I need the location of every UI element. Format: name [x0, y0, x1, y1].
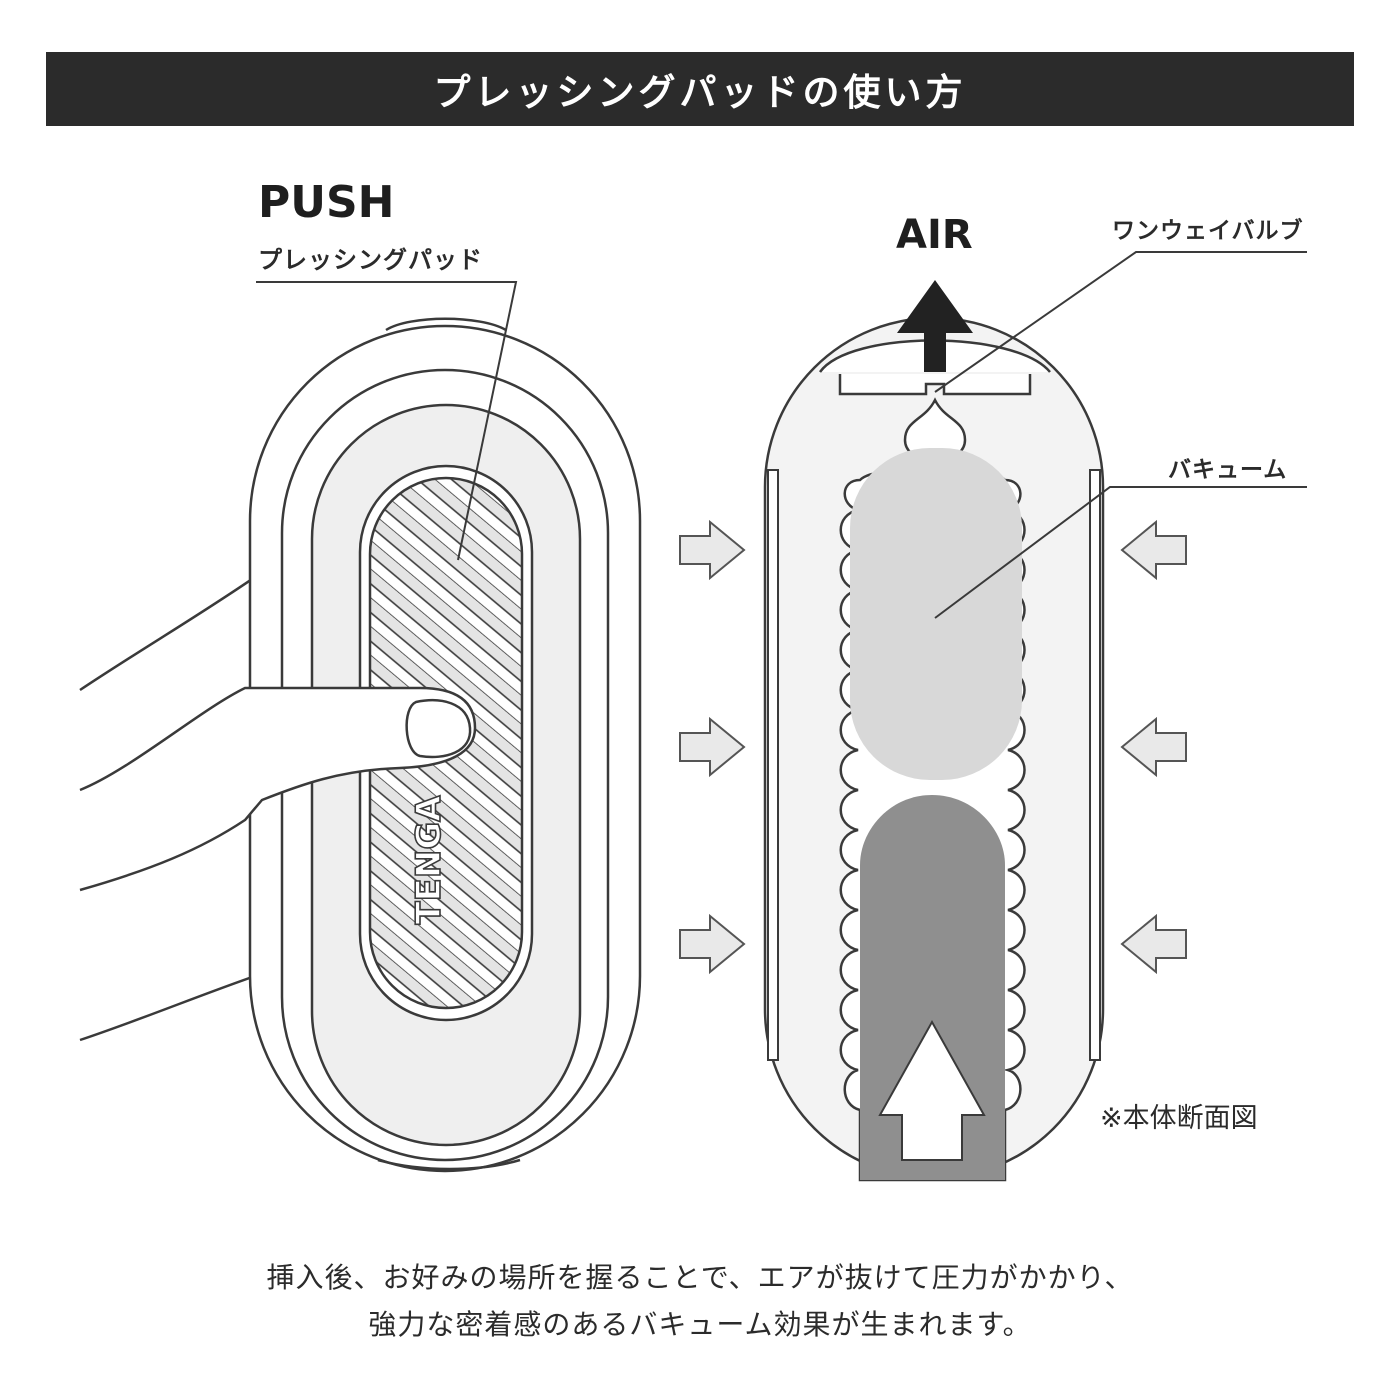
press-arrow: [1120, 716, 1187, 778]
cross-section-note: ※本体断面図: [1100, 1103, 1258, 1134]
thumb: [79, 686, 477, 892]
press-arrows-right: [1120, 519, 1187, 975]
press-arrow: [1120, 913, 1187, 975]
hand-back: [79, 573, 259, 692]
pressing-pad-label: プレッシングパッド: [258, 246, 483, 274]
description-line-1: 挿入後、お好みの場所を握ることで、エアが抜けて圧力がかかり、: [266, 1261, 1134, 1294]
vacuum-leader-line: [934, 486, 1307, 619]
vacuum-label: バキューム: [1168, 457, 1288, 483]
vacuum-zone: [850, 448, 1022, 780]
press-arrow: [679, 519, 746, 581]
one-way-valve-label: ワンウェイバルブ: [1112, 218, 1304, 244]
valve-leader-line: [934, 251, 1307, 393]
insert-arrow: [878, 1019, 986, 1161]
page-title: プレッシングパッドの使い方: [433, 71, 967, 114]
push-label: PUSH: [258, 177, 395, 228]
press-arrow: [679, 913, 746, 975]
inserted-object: [860, 795, 1005, 1180]
device-cross-section: [763, 251, 1307, 1182]
air-label: AIR: [896, 212, 973, 258]
air-arrow: [897, 280, 973, 372]
press-arrow: [1120, 519, 1187, 581]
device-exterior: TENGA: [79, 281, 642, 1173]
hand-lower-lines: [79, 973, 259, 1042]
thumbnail: [405, 699, 472, 759]
brand-logo: TENGA: [409, 795, 449, 925]
description-line-2: 強力な密着感のあるバキューム効果が生まれます。: [368, 1308, 1032, 1341]
pad-leader-line: [256, 281, 518, 561]
press-arrow: [679, 716, 746, 778]
title-banner: プレッシングパッドの使い方: [46, 52, 1354, 126]
press-arrows-left: [679, 519, 746, 975]
